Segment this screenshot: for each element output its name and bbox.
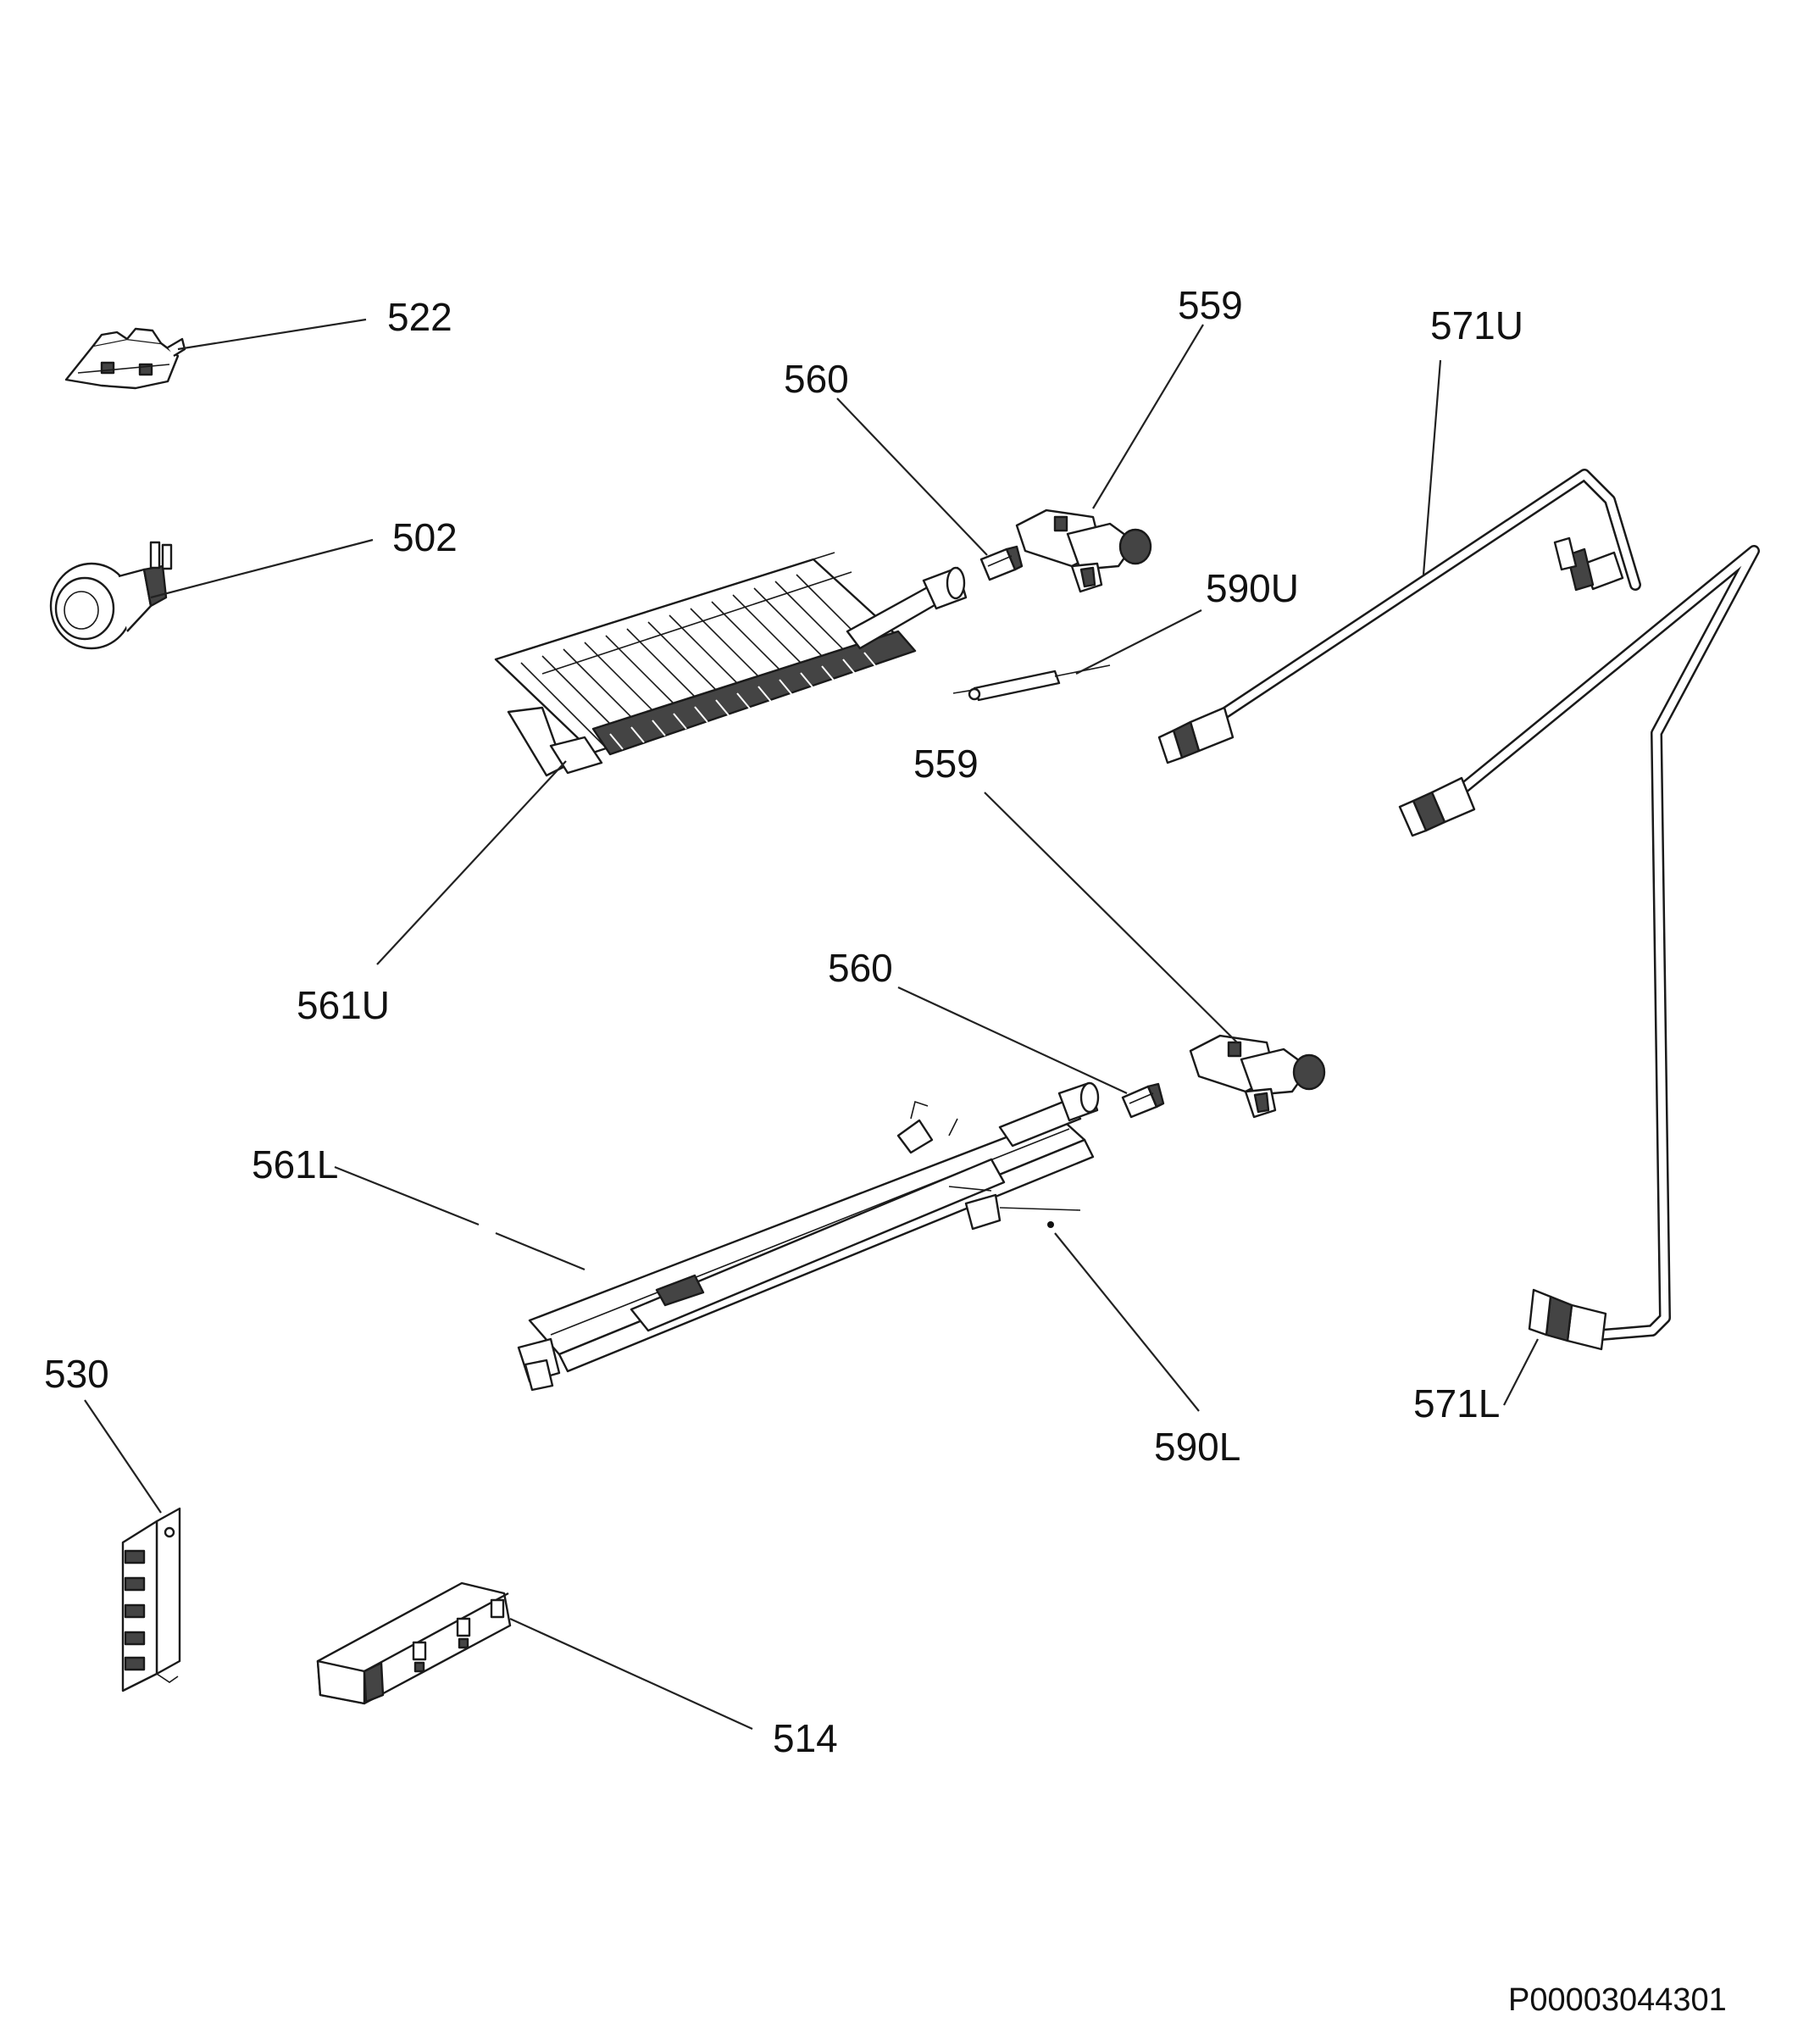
part-561l-lower-burner	[517, 1081, 1100, 1392]
leader-571u	[1422, 359, 1442, 575]
label-571l: 571L	[1413, 1381, 1500, 1425]
leader-lines	[84, 318, 1539, 1731]
part-514-ignition-generator	[316, 1581, 512, 1705]
label-561l: 561L	[252, 1142, 338, 1186]
leader-559-upper	[1092, 324, 1204, 509]
leader-561l-b	[495, 1231, 585, 1271]
leader-514	[509, 1617, 753, 1731]
leader-530	[84, 1399, 162, 1514]
leader-502	[150, 538, 374, 599]
leader-561l	[334, 1165, 480, 1226]
label-559-upper: 559	[1178, 283, 1243, 327]
label-530: 530	[44, 1352, 109, 1396]
label-559-lower: 559	[913, 742, 979, 786]
part-590u-thermocouple	[952, 664, 1111, 702]
label-590l: 590L	[1154, 1425, 1240, 1469]
part-502-gas-tap	[49, 541, 173, 650]
part-559-valve-lower	[1189, 1034, 1326, 1119]
label-560-lower: 560	[828, 946, 893, 990]
part-522-bracket	[64, 327, 186, 390]
part-560-nozzle-lower	[1121, 1082, 1165, 1119]
leader-571l	[1503, 1338, 1539, 1406]
label-561u: 561U	[297, 983, 390, 1027]
leader-590l	[1054, 1232, 1200, 1412]
leader-559-lower	[984, 792, 1238, 1043]
part-labels: 522 502 560 559 571U 590U 559 561U 560 5…	[44, 283, 1727, 2018]
part-561u-upper-burner	[494, 552, 968, 777]
label-590u: 590U	[1206, 566, 1299, 610]
label-522: 522	[387, 295, 452, 339]
leader-590u	[1075, 609, 1202, 675]
leader-561u	[376, 760, 567, 965]
label-560-upper: 560	[784, 357, 849, 401]
part-571l-gas-pipe	[1398, 545, 1760, 1351]
part-571u-gas-pipe	[1157, 469, 1641, 764]
leader-560-lower	[897, 986, 1128, 1094]
part-530-terminal-block	[121, 1507, 181, 1692]
leader-560-upper	[836, 397, 988, 556]
label-502: 502	[392, 515, 458, 559]
leader-522	[177, 318, 367, 351]
part-559-valve-upper	[1015, 508, 1152, 593]
document-code: P00003044301	[1508, 1982, 1727, 2018]
label-514: 514	[773, 1716, 838, 1760]
label-571u: 571U	[1430, 303, 1523, 347]
part-560-nozzle-upper	[979, 545, 1024, 581]
